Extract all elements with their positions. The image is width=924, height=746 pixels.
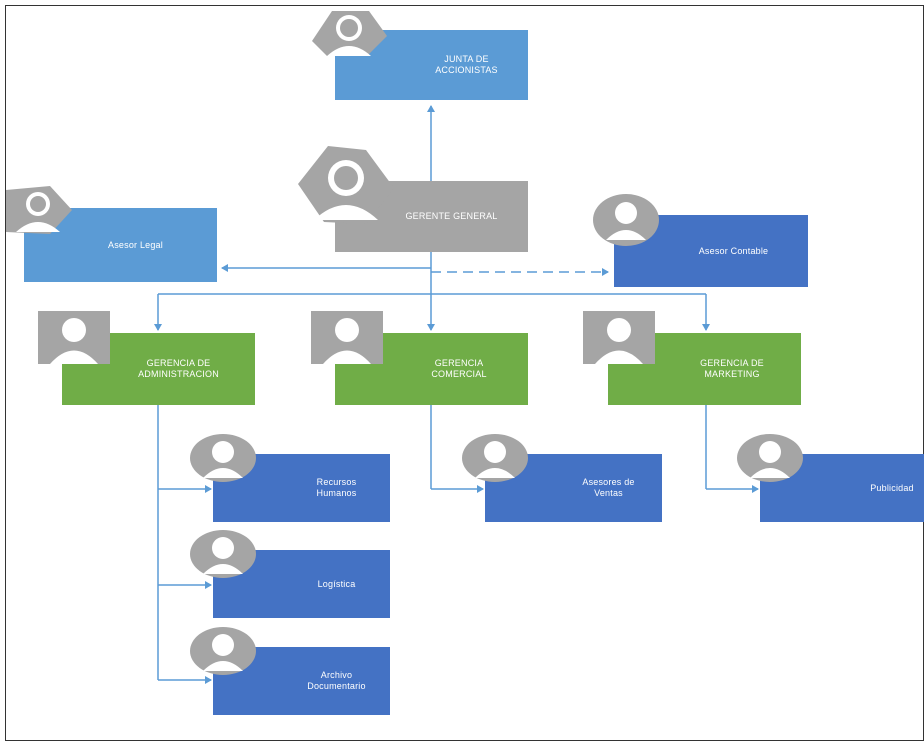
person-placeholder-icon [190,434,256,482]
label-gerente: GERENTE GENERAL [405,211,498,221]
person-placeholder-icon [312,11,387,56]
person-placeholder-icon [462,434,528,482]
person-placeholder-icon [6,186,72,234]
label-asesores-ventas: Asesores de Ventas [582,477,635,498]
label-gerencia-marketing: GERENCIA DE MARKETING [700,358,764,379]
label-logistica: Logística [317,578,356,589]
box-gerencia-comercial: GERENCIA COMERCIAL [335,333,528,405]
label-gerencia-admin: GERENCIA DE ADMINISTRACION [138,358,219,379]
person-placeholder-icon [311,311,383,364]
person-placeholder-icon [190,627,256,675]
person-placeholder-icon [593,194,659,246]
person-placeholder-icon [737,434,803,482]
label-publicidad: Publicidad [870,482,914,493]
person-placeholder-icon [190,530,256,578]
person-placeholder-icon [583,311,655,364]
label-archivo: Archivo Documentario [307,670,366,691]
label-gerencia-comercial: GERENCIA COMERCIAL [431,358,487,379]
label-asesor-contable: Asesor Contable [698,245,769,256]
label-recursos-humanos: Recursos Humanos [316,477,357,498]
person-placeholder-icon [38,311,110,364]
label-junta: JUNTA DE ACCIONISTAS [435,54,498,75]
person-placeholder-icon [298,146,394,224]
label-asesor-legal: Asesor Legal [108,239,163,250]
